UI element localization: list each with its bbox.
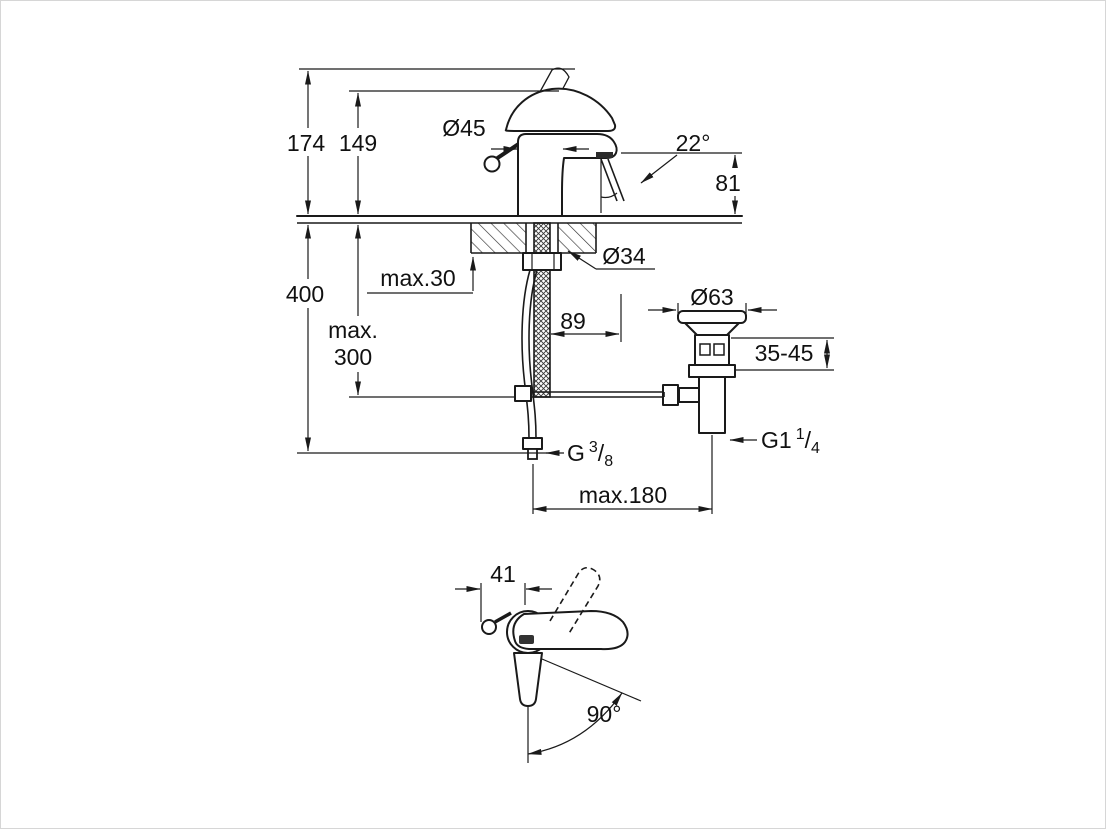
dim-body-diameter: Ø45 [442, 115, 485, 141]
dim-supply-length: 400 [286, 281, 324, 307]
swivel-ray [541, 658, 642, 702]
label-backgrounds [280, 128, 748, 372]
pop-up-waste [662, 310, 747, 434]
water-stream [600, 158, 618, 202]
angle-arc [600, 192, 618, 199]
lever-handle [504, 87, 617, 132]
dim-stream-angle: 22° [676, 130, 711, 156]
swivel-arc [527, 692, 623, 755]
pull-rod [514, 385, 665, 402]
waste-flange [677, 310, 747, 324]
handle-rotated-phantom [549, 566, 601, 636]
body-column [513, 652, 543, 707]
counter-section [296, 215, 743, 254]
dim-rod-max-value: 300 [334, 344, 372, 370]
pivot-nut [662, 384, 679, 406]
lever-knob [483, 155, 501, 173]
dim-handle-offset: 41 [490, 561, 516, 587]
dim-hole-diameter: Ø34 [602, 243, 646, 269]
dim-rod-max-word: max. [328, 317, 378, 343]
aerator [596, 152, 613, 158]
dimension-labels: 174 149 Ø45 22° 81 max.30 Ø34 400 max. 3… [286, 115, 820, 727]
dim-waste-clamp-range: 35-45 [755, 340, 814, 366]
hose-connector-tail [527, 448, 538, 460]
knob-stem [494, 141, 522, 161]
dim-deck-thickness: max.30 [380, 265, 455, 291]
supply-hose [521, 269, 543, 460]
waste-tailpiece [698, 376, 726, 434]
dim-spout-height: 81 [715, 170, 741, 196]
waste-clamp-ring [688, 364, 736, 378]
pivot-housing [678, 387, 700, 403]
counter-hatch-left [471, 223, 526, 253]
dim-swivel-angle: 90° [587, 701, 622, 727]
dim-waste-flange: Ø63 [690, 284, 733, 310]
dim-body-height: 149 [339, 130, 377, 156]
knob-stem-front [494, 611, 512, 624]
rod-clamp [514, 385, 532, 402]
threaded-shank [533, 222, 551, 398]
hose-connector-nut [522, 437, 543, 450]
faucet-body-spout [517, 133, 618, 217]
logo-mark [519, 635, 534, 644]
dim-total-height: 174 [287, 130, 326, 156]
dim-spout-reach: 89 [560, 308, 586, 334]
mounting-shank [522, 222, 562, 398]
dim-center-distance: max.180 [579, 482, 667, 508]
extension-lines [297, 68, 834, 514]
faucet-front-view [480, 566, 642, 763]
mounting-nut [522, 252, 562, 271]
counter-hatch-right [558, 223, 596, 253]
faucet-side-view [483, 67, 625, 217]
lever-knob-front [481, 619, 497, 635]
